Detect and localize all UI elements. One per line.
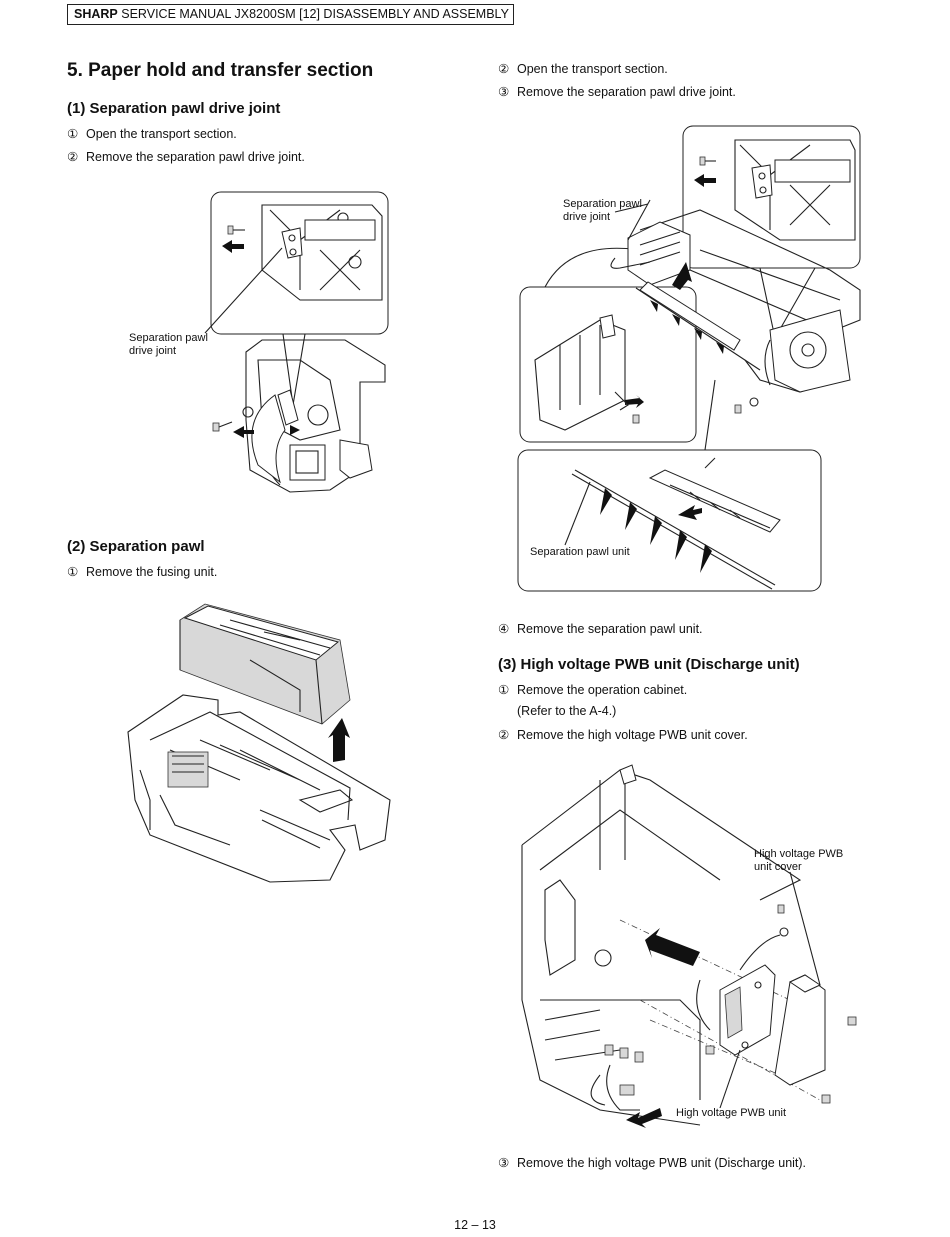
pawl-assembly xyxy=(610,209,861,414)
label-pwb-unit: High voltage PWB unit xyxy=(676,1107,787,1119)
arrow-right-icon xyxy=(625,395,644,408)
drive-joint-assembly xyxy=(212,339,386,493)
pwb-unit xyxy=(696,904,789,1056)
pawl-bracket-detail xyxy=(534,314,644,431)
subsection-2-title: (2) Separation pawl xyxy=(67,538,205,555)
arrow-up-icon xyxy=(328,718,350,762)
drive-joint-detail xyxy=(222,204,383,301)
header-brand: SHARP xyxy=(74,7,118,21)
page-number: 12 – 13 xyxy=(454,1218,496,1232)
arrow-up-icon xyxy=(672,262,692,290)
header-title: SERVICE MANUAL JX8200SM [12] DISASSEMBLY… xyxy=(121,7,509,21)
label-separation-pawl-unit: Separation pawl unit xyxy=(530,546,630,558)
machine-chassis xyxy=(521,764,802,1126)
arrow-left-icon xyxy=(222,240,244,253)
arrow-down-left-icon xyxy=(233,426,254,438)
arrow-down-left-icon xyxy=(626,1108,662,1128)
arrow-left-icon xyxy=(694,174,716,187)
sub3-step-1-note: (Refer to the A-4.) xyxy=(517,704,617,718)
machine-frame xyxy=(127,694,391,883)
section-title: 5. Paper hold and transfer section xyxy=(67,60,374,81)
arrow-left-icon xyxy=(645,928,700,966)
subsection-1-title: (1) Separation pawl drive joint xyxy=(67,100,281,117)
pawl-unit-detail xyxy=(571,457,781,590)
fusing-unit xyxy=(179,603,351,725)
pawl-joint-detail xyxy=(694,139,856,241)
pwb-cover xyxy=(774,974,857,1104)
page-header: SHARP SERVICE MANUAL JX8200SM [12] DISAS… xyxy=(67,4,514,25)
subsection-3-title: (3) High voltage PWB unit (Discharge uni… xyxy=(498,656,800,673)
arrow-left-icon xyxy=(678,505,702,520)
